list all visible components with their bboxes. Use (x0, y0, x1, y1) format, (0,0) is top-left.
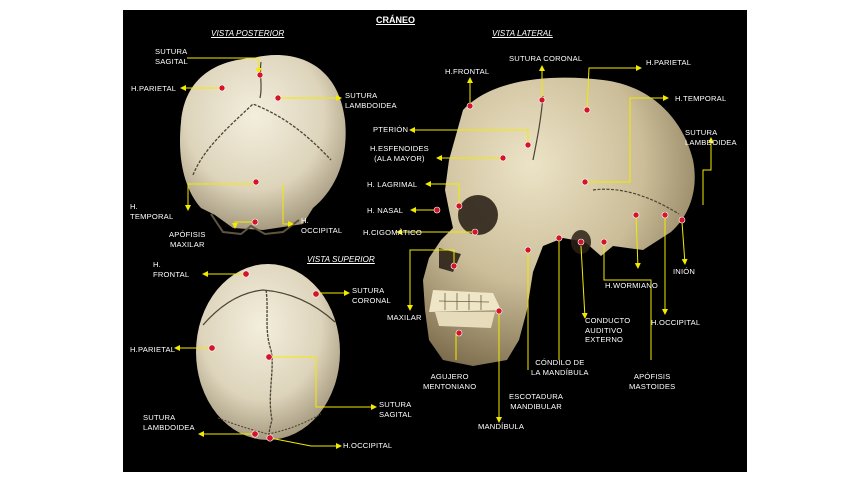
label-lateral-h-wormiano: H.WORMIANO (605, 281, 658, 291)
label-superior-sutura-lambdoidea: SUTURA LAMBDOIDEA (143, 413, 195, 432)
skull-anatomy-slide: CRÁNEO VISTA POSTERIOR VISTA LATERAL VIS… (123, 10, 747, 472)
label-superior-h-occipital: H.OCCIPITAL (343, 441, 392, 451)
skull-illustrations (123, 10, 747, 472)
label-lateral-h-parietal: H.PARIETAL (646, 58, 691, 68)
label-lateral-h-temporal: H.TEMPORAL (675, 94, 726, 104)
label-lateral-sutura-coronal: SUTURA CORONAL (509, 54, 582, 64)
label-lateral-h-esfenoides: H.ESFENOIDES (ALA MAYOR) (370, 144, 429, 163)
label-superior-h-parietal: H.PARIETAL (130, 345, 175, 355)
label-posterior-h-parietal: H.PARIETAL (131, 84, 176, 94)
superior-skull (196, 264, 340, 440)
label-lateral-h-occipital: H.OCCIPITAL (651, 318, 700, 328)
page-title: CRÁNEO (376, 15, 415, 25)
label-lateral-h-nasal: H. NASAL (367, 206, 403, 216)
label-posterior-sutura-lambdoidea: SUTURA LAMBDOIDEA (345, 91, 397, 110)
posterior-skull (180, 55, 346, 234)
label-superior-sutura-coronal: SUTURA CORONAL (352, 286, 391, 305)
label-posterior-h-temporal: H. TEMPORAL (130, 202, 173, 221)
view-title-posterior: VISTA POSTERIOR (211, 29, 284, 38)
label-lateral-inion: INIÓN (673, 267, 695, 277)
label-lateral-maxilar: MAXILAR (387, 313, 422, 323)
label-posterior-h-occipital: H. OCCIPITAL (301, 216, 342, 235)
view-title-superior: VISTA SUPERIOR (307, 255, 375, 264)
label-lateral-conducto-auditivo: CONDUCTO AUDITIVO EXTERNO (585, 316, 630, 345)
label-superior-h-frontal: H. FRONTAL (153, 260, 189, 279)
label-lateral-mandibula: MANDÍBULA (478, 422, 524, 432)
view-title-lateral: VISTA LATERAL (492, 29, 553, 38)
label-lateral-h-lagrimal: H. LAGRIMAL (367, 180, 417, 190)
label-lateral-apofisis-mastoides: APÓFISIS MASTOIDES (629, 372, 675, 391)
label-lateral-pterion: PTERIÓN (373, 125, 408, 135)
label-posterior-apofisis-maxilar: APÓFISIS MAXILAR (169, 230, 206, 249)
label-lateral-sutura-lambdoidea: SUTURA LAMBDOIDEA (685, 128, 737, 147)
label-lateral-condilo-mandibula: CÓNDILO DE LA MANDÍBULA (531, 358, 589, 377)
label-lateral-escotadura-mandibular: ESCOTADURA MANDIBULAR (509, 392, 563, 411)
label-lateral-agujero-mentoniano: AGUJERO MENTONIANO (423, 372, 476, 391)
label-posterior-sutura-sagital: SUTURA SAGITAL (155, 47, 188, 66)
label-lateral-h-frontal: H.FRONTAL (445, 67, 489, 77)
label-lateral-h-cigomatico: H.CIGOMÁTICO (363, 228, 422, 238)
label-superior-sutura-sagital: SUTURA SAGITAL (379, 400, 412, 419)
